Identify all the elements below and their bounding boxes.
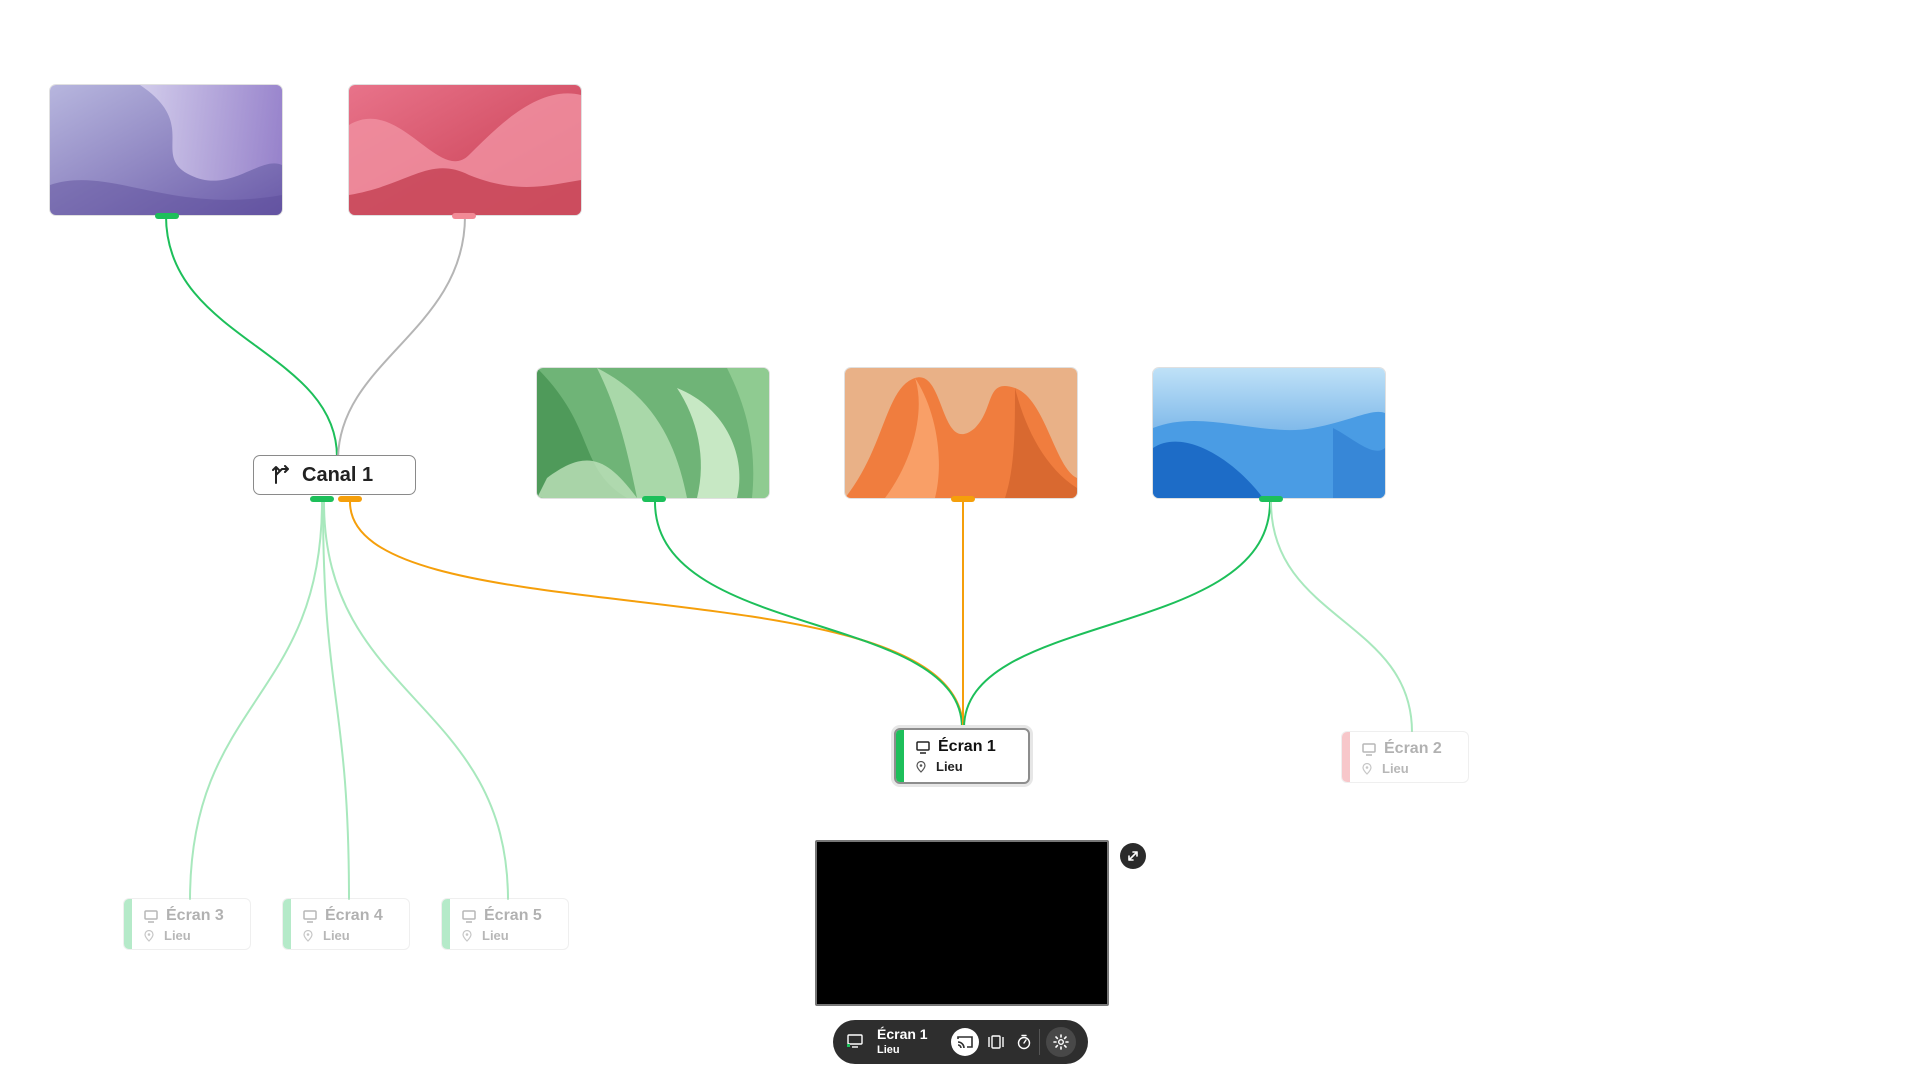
gear-icon bbox=[1053, 1034, 1069, 1050]
source-red-wallpaper[interactable] bbox=[349, 85, 581, 215]
location-pin-icon bbox=[144, 929, 154, 942]
screen-location: Lieu bbox=[323, 928, 350, 943]
screen-location: Lieu bbox=[482, 928, 509, 943]
screen-node-ecran4[interactable]: Écran 4 Lieu bbox=[282, 898, 410, 950]
branch-icon bbox=[272, 465, 289, 484]
expand-icon bbox=[1128, 851, 1138, 861]
status-bar bbox=[896, 730, 904, 782]
edge-canal-to-ecran3 bbox=[189, 501, 323, 901]
status-bar bbox=[283, 899, 291, 949]
status-bar bbox=[124, 899, 132, 949]
toolbar-screen-location: Lieu bbox=[877, 1044, 900, 1056]
channel-output-port-orange[interactable] bbox=[338, 496, 362, 502]
location-pin-icon bbox=[303, 929, 313, 942]
screen-location: Lieu bbox=[164, 928, 191, 943]
screen-name: Écran 3 bbox=[166, 907, 224, 924]
screen-node-ecran1[interactable]: Écran 1 Lieu bbox=[894, 728, 1030, 784]
edge-green-to-ecran1 bbox=[654, 501, 963, 729]
edge-canal-to-ecran5 bbox=[323, 501, 509, 901]
edge-purple-to-canal bbox=[165, 215, 339, 459]
screen-node-ecran3[interactable]: Écran 3 Lieu bbox=[123, 898, 251, 950]
edge-blue-to-ecran1 bbox=[963, 501, 1271, 729]
source-output-port[interactable] bbox=[452, 213, 476, 219]
location-pin-icon bbox=[462, 929, 472, 942]
screen-name: Écran 4 bbox=[325, 907, 383, 924]
screen-location: Lieu bbox=[1382, 761, 1409, 776]
source-green-wallpaper[interactable] bbox=[537, 368, 769, 498]
monitor-icon bbox=[144, 909, 158, 923]
split-view-button[interactable] bbox=[985, 1031, 1007, 1053]
status-bar bbox=[1342, 732, 1350, 782]
edge-red-to-canal bbox=[337, 215, 466, 459]
edge-canal-to-ecran1 bbox=[349, 501, 964, 729]
location-pin-icon bbox=[1362, 762, 1372, 775]
source-output-port[interactable] bbox=[1259, 496, 1283, 502]
cast-button[interactable] bbox=[951, 1028, 979, 1056]
monitor-icon bbox=[462, 909, 476, 923]
location-pin-icon bbox=[916, 760, 926, 773]
edge-canal-to-ecran4 bbox=[322, 501, 350, 901]
toolbar-divider bbox=[1039, 1029, 1040, 1055]
source-purple-wallpaper[interactable] bbox=[50, 85, 282, 215]
channel-output-port-green[interactable] bbox=[310, 496, 334, 502]
screen-node-ecran2[interactable]: Écran 2 Lieu bbox=[1341, 731, 1469, 783]
split-view-icon bbox=[988, 1035, 1004, 1049]
source-orange-wallpaper[interactable] bbox=[845, 368, 1077, 498]
screen-name: Écran 2 bbox=[1384, 740, 1442, 757]
source-blue-wallpaper[interactable] bbox=[1153, 368, 1385, 498]
channel-node[interactable]: Canal 1 bbox=[253, 455, 416, 495]
screen-name: Écran 1 bbox=[938, 738, 996, 755]
screen-toolbar: Écran 1 Lieu bbox=[833, 1020, 1088, 1064]
timer-icon bbox=[1017, 1034, 1031, 1050]
timer-button[interactable] bbox=[1013, 1031, 1035, 1053]
monitor-icon bbox=[847, 1034, 863, 1048]
expand-preview-button[interactable] bbox=[1120, 843, 1146, 869]
screen-node-ecran5[interactable]: Écran 5 Lieu bbox=[441, 898, 569, 950]
source-output-port[interactable] bbox=[951, 496, 975, 502]
screen-preview[interactable] bbox=[815, 840, 1109, 1006]
cast-icon bbox=[957, 1036, 973, 1049]
edge-blue-to-ecran2 bbox=[1270, 501, 1413, 733]
source-output-port[interactable] bbox=[642, 496, 666, 502]
screen-name: Écran 5 bbox=[484, 907, 542, 924]
source-output-port[interactable] bbox=[155, 213, 179, 219]
monitor-icon bbox=[303, 909, 317, 923]
screen-location: Lieu bbox=[936, 759, 963, 774]
status-bar bbox=[442, 899, 450, 949]
monitor-icon bbox=[916, 740, 930, 754]
toolbar-screen-name: Écran 1 bbox=[877, 1026, 928, 1042]
monitor-icon bbox=[1362, 742, 1376, 756]
channel-label: Canal 1 bbox=[302, 463, 374, 486]
settings-button[interactable] bbox=[1046, 1027, 1076, 1057]
